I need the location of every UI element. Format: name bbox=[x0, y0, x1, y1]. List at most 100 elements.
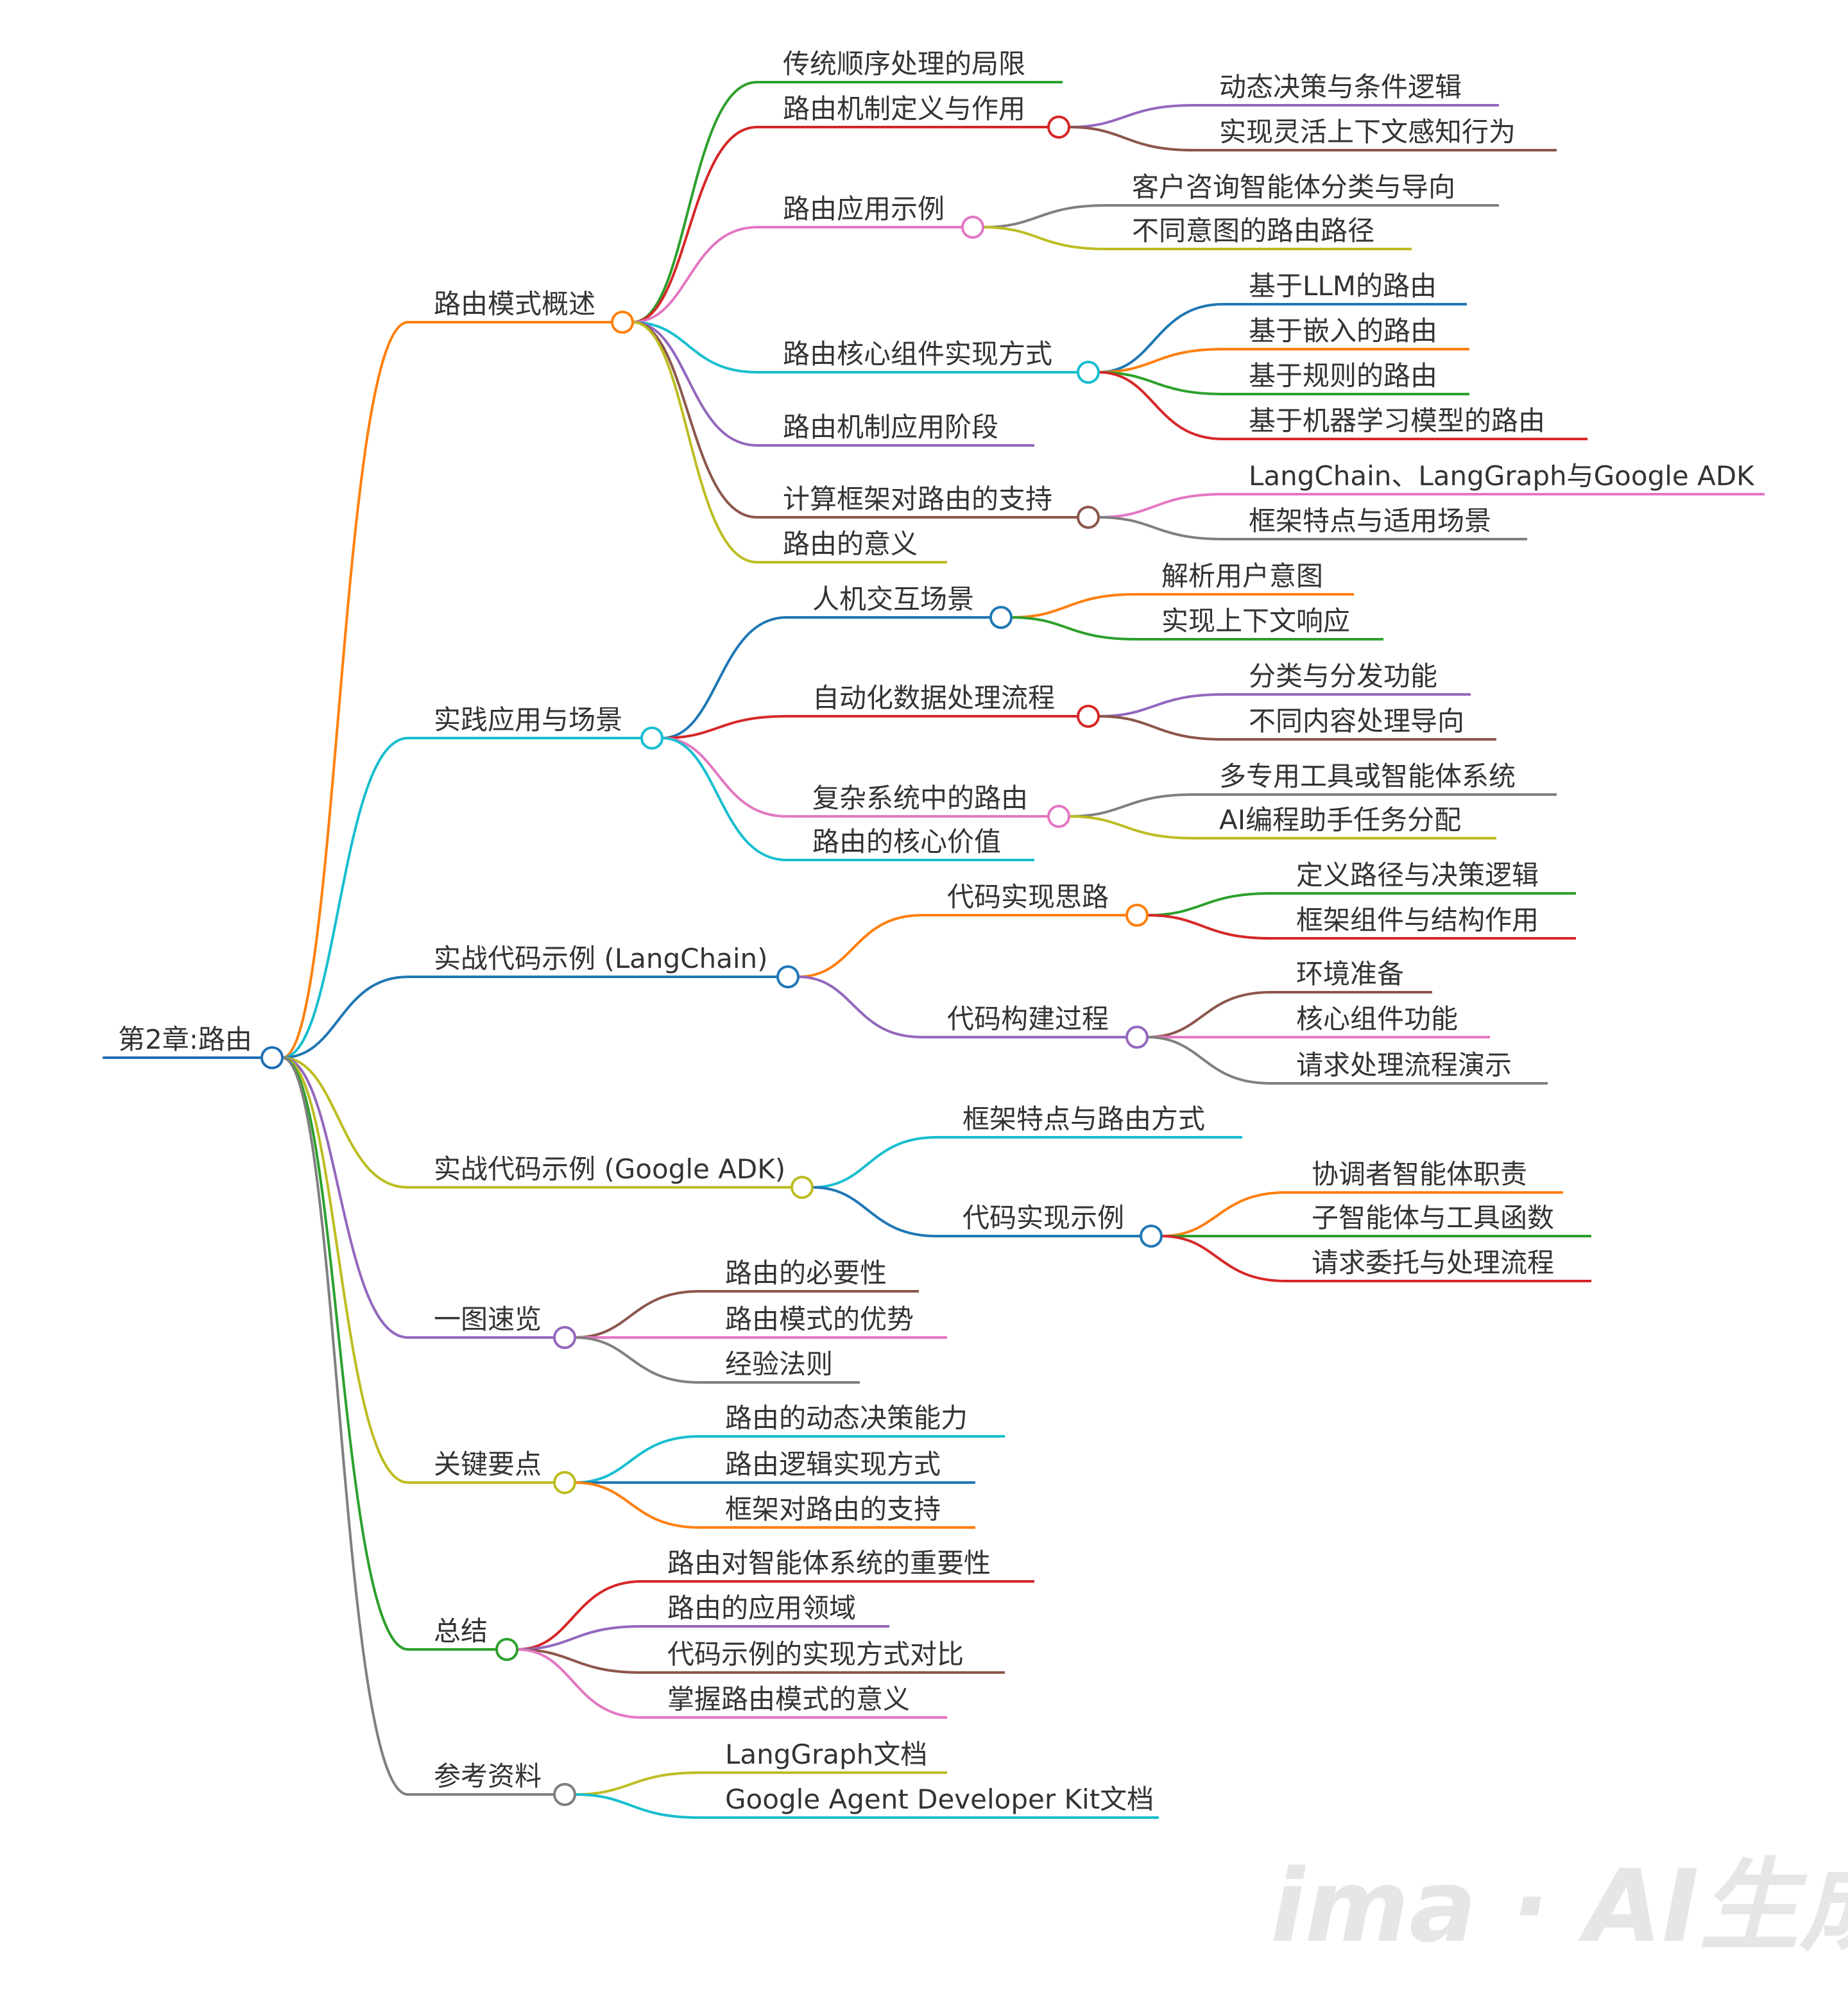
topic-node[interactable]: 代码示例的实现方式对比 bbox=[642, 1639, 1005, 1674]
topic-node[interactable]: 实践应用与场景 bbox=[408, 704, 663, 750]
topic-node[interactable]: 参考资料 bbox=[408, 1760, 576, 1806]
collapse-toggle-icon[interactable] bbox=[261, 1046, 284, 1069]
topic-node[interactable]: 请求委托与处理流程 bbox=[1286, 1247, 1591, 1282]
node-label[interactable]: 子智能体与工具函数 bbox=[1312, 1202, 1554, 1234]
node-label[interactable]: 实现灵活上下文感知行为 bbox=[1219, 116, 1516, 148]
collapse-toggle-icon[interactable] bbox=[1047, 805, 1070, 828]
node-label[interactable]: 经验法则 bbox=[725, 1348, 833, 1380]
node-label[interactable]: 路由的核心价值 bbox=[812, 826, 1001, 857]
node-label[interactable]: 基于嵌入的路由 bbox=[1249, 315, 1437, 347]
collapse-toggle-icon[interactable] bbox=[495, 1638, 518, 1661]
node-label[interactable]: 路由逻辑实现方式 bbox=[725, 1449, 941, 1480]
node-label[interactable]: 传统顺序处理的局限 bbox=[783, 48, 1025, 80]
topic-node[interactable]: 不同内容处理导向 bbox=[1223, 705, 1496, 741]
topic-node[interactable]: LangGraph文档 bbox=[699, 1739, 947, 1774]
topic-node[interactable]: LangChain、LangGraph与Google ADK bbox=[1223, 460, 1765, 495]
node-label[interactable]: 框架组件与结构作用 bbox=[1296, 904, 1539, 936]
topic-node[interactable]: 路由应用示例 bbox=[757, 193, 984, 239]
node-label[interactable]: 路由对智能体系统的重要性 bbox=[667, 1547, 991, 1579]
topic-node[interactable]: 基于LLM的路由 bbox=[1223, 270, 1467, 305]
topic-node[interactable]: 路由核心组件实现方式 bbox=[757, 338, 1100, 384]
node-label[interactable]: 请求委托与处理流程 bbox=[1312, 1247, 1554, 1278]
node-label[interactable]: 路由模式概述 bbox=[434, 288, 595, 320]
collapse-toggle-icon[interactable] bbox=[611, 311, 634, 334]
collapse-toggle-icon[interactable] bbox=[989, 606, 1013, 629]
collapse-toggle-icon[interactable] bbox=[1140, 1225, 1163, 1248]
collapse-toggle-icon[interactable] bbox=[1047, 116, 1070, 139]
node-label[interactable]: AI编程助手任务分配 bbox=[1219, 804, 1461, 836]
collapse-toggle-icon[interactable] bbox=[791, 1176, 814, 1199]
topic-node[interactable]: Google Agent Developer Kit文档 bbox=[699, 1784, 1159, 1819]
topic-node[interactable]: 基于嵌入的路由 bbox=[1223, 315, 1469, 350]
node-label[interactable]: 代码实现思路 bbox=[947, 881, 1109, 913]
topic-node[interactable]: 基于机器学习模型的路由 bbox=[1223, 405, 1587, 440]
collapse-toggle-icon[interactable] bbox=[1077, 506, 1100, 529]
topic-node[interactable]: 实现上下文响应 bbox=[1136, 605, 1383, 641]
topic-node[interactable]: 路由的核心价值 bbox=[787, 826, 1034, 861]
node-label[interactable]: 掌握路由模式的意义 bbox=[667, 1683, 910, 1715]
topic-node[interactable]: 掌握路由模式的意义 bbox=[642, 1683, 947, 1719]
node-label[interactable]: 实战代码示例 (Google ADK) bbox=[434, 1153, 785, 1185]
node-label[interactable]: 不同内容处理导向 bbox=[1249, 705, 1464, 737]
topic-node[interactable]: 复杂系统中的路由 bbox=[787, 782, 1070, 828]
node-label[interactable]: 复杂系统中的路由 bbox=[812, 782, 1028, 814]
topic-node[interactable]: 核心组件功能 bbox=[1270, 1003, 1490, 1038]
topic-node[interactable]: 框架特点与适用场景 bbox=[1223, 505, 1527, 540]
root-node[interactable]: 第2章:路由 bbox=[103, 1024, 284, 1069]
topic-node[interactable]: 动态决策与条件逻辑 bbox=[1194, 71, 1499, 107]
topic-node[interactable]: 多专用工具或智能体系统 bbox=[1194, 761, 1557, 796]
node-label[interactable]: 环境准备 bbox=[1296, 958, 1404, 990]
collapse-toggle-icon[interactable] bbox=[553, 1783, 576, 1806]
topic-node[interactable]: 分类与分发功能 bbox=[1223, 660, 1471, 696]
topic-node[interactable]: 经验法则 bbox=[699, 1348, 860, 1384]
topic-node[interactable]: 路由的必要性 bbox=[699, 1257, 919, 1293]
collapse-toggle-icon[interactable] bbox=[1077, 705, 1100, 728]
node-label[interactable]: 不同意图的路由路径 bbox=[1132, 215, 1374, 246]
node-label[interactable]: 框架对路由的支持 bbox=[725, 1493, 941, 1525]
node-label[interactable]: 路由机制应用阶段 bbox=[783, 411, 998, 443]
collapse-toggle-icon[interactable] bbox=[1125, 904, 1149, 927]
collapse-toggle-icon[interactable] bbox=[1125, 1026, 1149, 1049]
topic-node[interactable]: 关键要点 bbox=[408, 1449, 576, 1494]
node-label[interactable]: 计算框架对路由的支持 bbox=[783, 483, 1052, 515]
topic-node[interactable]: 环境准备 bbox=[1270, 958, 1432, 994]
node-label[interactable]: 路由的意义 bbox=[783, 528, 918, 560]
node-label[interactable]: 分类与分发功能 bbox=[1249, 660, 1437, 692]
node-label[interactable]: 协调者智能体职责 bbox=[1312, 1158, 1527, 1190]
node-label[interactable]: 定义路径与决策逻辑 bbox=[1296, 859, 1539, 891]
topic-node[interactable]: 代码构建过程 bbox=[921, 1003, 1149, 1049]
node-label[interactable]: 代码实现示例 bbox=[963, 1202, 1124, 1234]
node-label[interactable]: 人机交互场景 bbox=[812, 583, 974, 615]
collapse-toggle-icon[interactable] bbox=[553, 1471, 576, 1494]
node-label[interactable]: 一图速览 bbox=[434, 1303, 542, 1335]
topic-node[interactable]: 路由模式的优势 bbox=[699, 1303, 947, 1339]
node-label[interactable]: 解析用户意图 bbox=[1161, 560, 1323, 592]
node-label[interactable]: 实现上下文响应 bbox=[1161, 605, 1350, 637]
node-label[interactable]: 关键要点 bbox=[434, 1449, 542, 1480]
node-label[interactable]: 核心组件功能 bbox=[1296, 1003, 1458, 1035]
node-label[interactable]: 实战代码示例 (LangChain) bbox=[434, 943, 768, 974]
node-label[interactable]: 路由应用示例 bbox=[783, 193, 945, 225]
node-label[interactable]: 请求处理流程演示 bbox=[1296, 1049, 1512, 1081]
topic-node[interactable]: 子智能体与工具函数 bbox=[1286, 1202, 1591, 1237]
node-label[interactable]: 路由的应用领域 bbox=[667, 1592, 856, 1624]
node-label[interactable]: 第2章:路由 bbox=[118, 1024, 252, 1055]
topic-node[interactable]: 实战代码示例 (Google ADK) bbox=[408, 1153, 814, 1199]
collapse-toggle-icon[interactable] bbox=[961, 216, 984, 239]
node-label[interactable]: 路由的动态决策能力 bbox=[725, 1402, 968, 1434]
node-label[interactable]: 实践应用与场景 bbox=[434, 704, 622, 736]
topic-node[interactable]: 总结 bbox=[408, 1615, 518, 1661]
topic-node[interactable]: 协调者智能体职责 bbox=[1286, 1158, 1563, 1194]
node-label[interactable]: 路由的必要性 bbox=[725, 1257, 887, 1289]
topic-node[interactable]: 框架对路由的支持 bbox=[699, 1493, 975, 1529]
node-label[interactable]: 动态决策与条件逻辑 bbox=[1219, 71, 1462, 103]
topic-node[interactable]: 人机交互场景 bbox=[787, 583, 1013, 629]
topic-node[interactable]: 一图速览 bbox=[408, 1303, 576, 1349]
node-label[interactable]: LangGraph文档 bbox=[725, 1739, 927, 1770]
node-label[interactable]: 自动化数据处理流程 bbox=[812, 682, 1055, 714]
node-label[interactable]: 基于机器学习模型的路由 bbox=[1249, 405, 1545, 436]
topic-node[interactable]: 不同意图的路由路径 bbox=[1106, 215, 1412, 250]
node-label[interactable]: 框架特点与适用场景 bbox=[1249, 505, 1491, 537]
topic-node[interactable]: 路由机制定义与作用 bbox=[757, 93, 1070, 139]
topic-node[interactable]: 解析用户意图 bbox=[1136, 560, 1354, 596]
